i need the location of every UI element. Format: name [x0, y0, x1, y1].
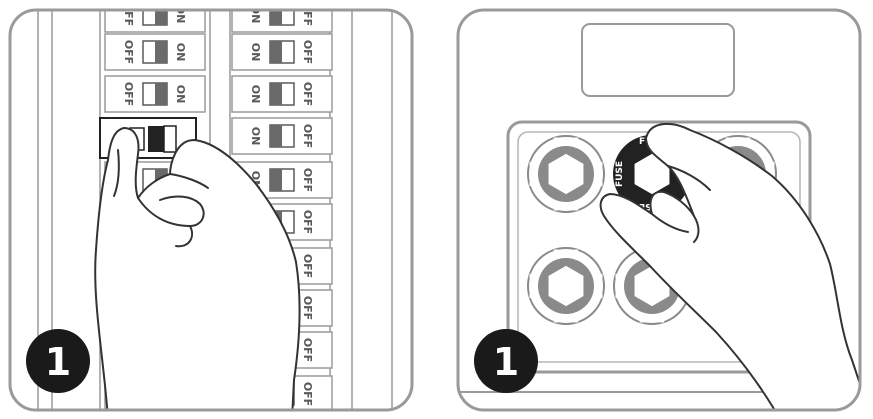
breaker-switch[interactable]: OFF ON — [104, 0, 206, 33]
fuse[interactable]: FUSE FUSE FUSE FUSE — [527, 135, 605, 213]
fuse[interactable]: FUSE FUSE FUSE FUSE — [527, 247, 605, 325]
breaker-off-label: OFF — [301, 210, 314, 234]
breaker-off-label: OFF — [301, 40, 314, 64]
breaker-off-label: OFF — [122, 40, 135, 64]
hand-icon — [599, 122, 860, 410]
breaker-on-label: ON — [249, 5, 262, 24]
breaker-on-label: ON — [249, 43, 262, 62]
step-number: 1 — [493, 340, 519, 384]
breaker-off-label: OFF — [301, 82, 314, 106]
breaker-switch[interactable]: OFF ON — [104, 33, 206, 71]
fuse-box-cover-plate — [581, 23, 735, 97]
breaker-on-label: ON — [249, 85, 262, 104]
breaker-off-label: OFF — [301, 382, 314, 406]
fuse-label: FUSE — [529, 273, 539, 299]
breaker-on-label: ON — [174, 85, 187, 104]
hand-icon — [94, 127, 301, 410]
breaker-switch[interactable]: ON OFF — [231, 33, 333, 71]
breaker-off-label: OFF — [301, 338, 314, 362]
panel-frame — [456, 8, 862, 412]
breaker-on-label: ON — [174, 5, 187, 24]
breaker-switch[interactable]: OFF ON — [104, 75, 206, 113]
fuse-label: FUSE — [553, 313, 579, 323]
fuse-label: FUSE — [529, 161, 539, 187]
breaker-off-label: OFF — [122, 82, 135, 106]
breaker-off-label: OFF — [301, 296, 314, 320]
breaker-off-label: OFF — [301, 124, 314, 148]
fuse-label: FUSE — [593, 161, 603, 187]
breaker-switch[interactable]: ON OFF — [231, 117, 333, 155]
step-number: 1 — [45, 340, 71, 384]
breaker-on-label: ON — [174, 43, 187, 62]
fuse-label: FUSE — [615, 161, 625, 187]
fuse-label: FUSE — [553, 137, 579, 147]
fuse-label: FUSE — [639, 313, 665, 323]
breaker-off-label: OFF — [301, 254, 314, 278]
breaker-switch[interactable]: ON OFF — [231, 0, 333, 33]
breaker-panel: OFFONOFFONOFFONOFFONOFFONOFFONOFFONOFFON… — [8, 0, 414, 412]
fuse-label: FUSE — [593, 273, 603, 299]
breaker-off-label: OFF — [301, 168, 314, 192]
step-badge: 1 — [474, 329, 538, 393]
breaker-switch[interactable]: ON OFF — [231, 75, 333, 113]
step-badge: 1 — [26, 329, 90, 393]
fuse-label: FUSE — [615, 273, 625, 299]
breaker-off-label: OFF — [301, 2, 314, 26]
fuse-label: FUSE — [725, 137, 751, 147]
fuse-label: FUSE — [553, 249, 579, 259]
fuse-label: FUSE — [553, 201, 579, 211]
breaker-on-label: ON — [249, 127, 262, 146]
panel-frame — [8, 8, 414, 412]
breaker-off-label: OFF — [122, 2, 135, 26]
